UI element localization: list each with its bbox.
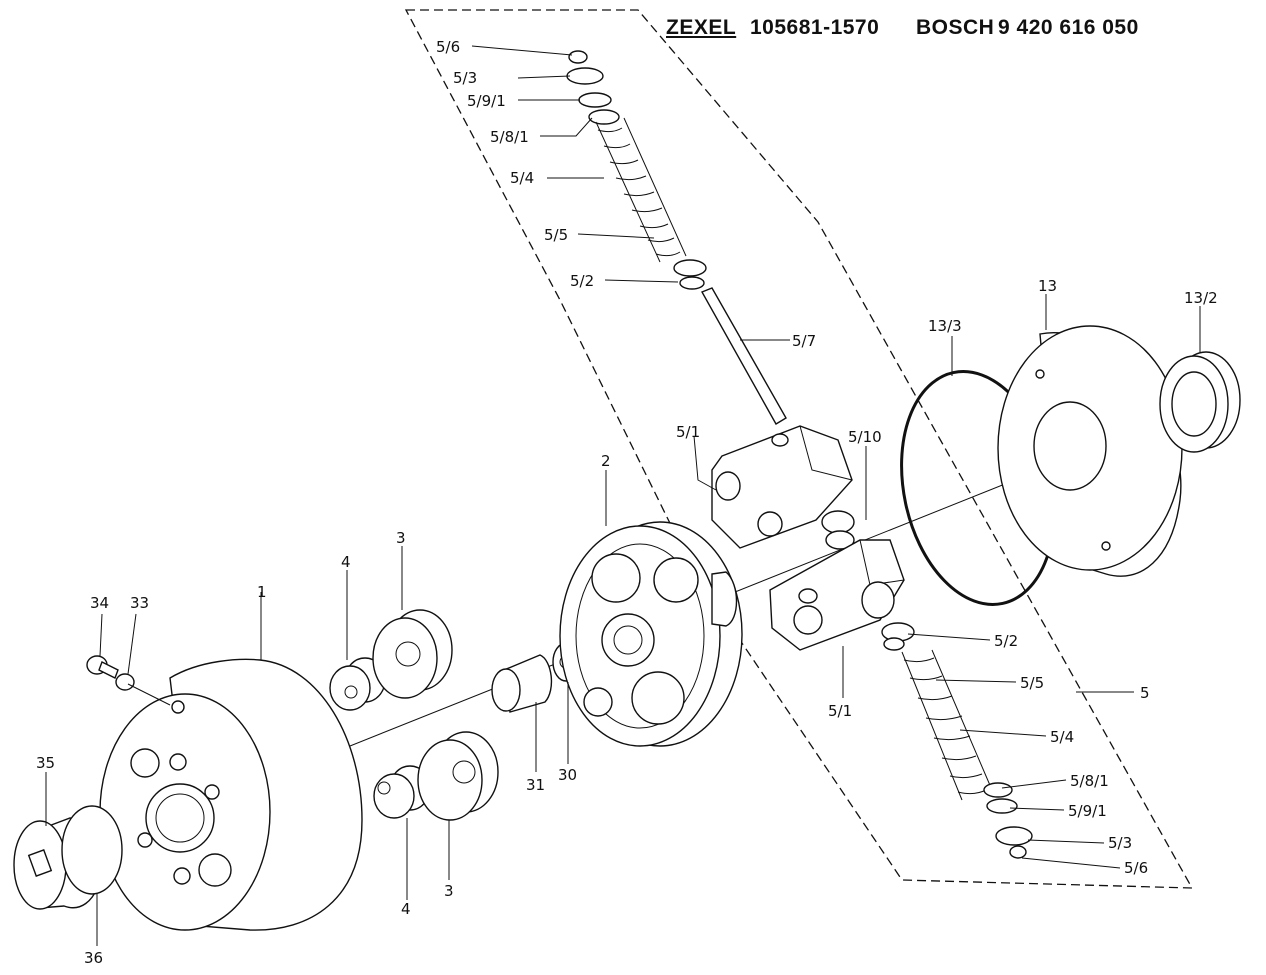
bearing-part-13-2 [1159, 351, 1241, 453]
label-5-1-top: 5/1 [676, 423, 700, 441]
spring-stack-upper [566, 50, 707, 290]
label-13-3: 13/3 [928, 317, 962, 335]
spring-stack-lower [881, 622, 1033, 859]
label-5-4-bottom: 5/4 [1050, 728, 1074, 746]
label-36: 36 [84, 949, 103, 967]
label-4-top: 4 [341, 553, 351, 571]
label-13-2: 13/2 [1184, 289, 1218, 307]
header-part-number-bosch: 9 420 616 050 [998, 16, 1139, 39]
block-part-5-1-lower [769, 539, 905, 651]
label-5-2-top: 5/2 [570, 272, 594, 290]
label-5-5-top: 5/5 [544, 226, 568, 244]
label-5-7: 5/7 [792, 332, 816, 350]
label-3-bottom: 3 [444, 882, 454, 900]
label-5-8-1-top: 5/8/1 [490, 128, 529, 146]
shaft-part-5-7 [700, 287, 787, 425]
header-part-number-zexel: 105681-1570 [750, 16, 880, 39]
label-5-2-bottom: 5/2 [994, 632, 1018, 650]
label-4-bottom: 4 [401, 900, 411, 918]
seal-part-5-10 [821, 510, 855, 534]
label-5-8-1-bottom: 5/8/1 [1070, 772, 1109, 790]
label-5-9-1-top: 5/9/1 [467, 92, 506, 110]
callout-labels: 5/6 5/3 5/9/1 5/8/1 5/4 5/5 5/2 5/7 5/1 … [36, 38, 1218, 967]
label-31: 31 [526, 776, 545, 794]
washer-part-33 [115, 673, 135, 691]
label-2: 2 [601, 452, 611, 470]
nut-part-31 [491, 654, 553, 713]
label-3-top: 3 [396, 529, 406, 547]
leader-lines [45, 45, 1201, 946]
label-34: 34 [90, 594, 109, 612]
label-5-4-top: 5/4 [510, 169, 534, 187]
label-5-10: 5/10 [848, 428, 882, 446]
label-30: 30 [558, 766, 577, 784]
label-5-6-top: 5/6 [436, 38, 460, 56]
o-ring-part-36 [61, 805, 123, 895]
label-13: 13 [1038, 277, 1057, 295]
label-35: 35 [36, 754, 55, 772]
housing-part-1 [99, 658, 363, 931]
header-brand-bosch: BOSCH [916, 16, 995, 39]
bushing-part-3-lower [417, 731, 499, 821]
bushing-part-3-upper [372, 609, 453, 699]
label-5-9-1-bottom: 5/9/1 [1068, 802, 1107, 820]
cover-part-13 [997, 325, 1183, 577]
label-5-6-bottom: 5/6 [1124, 859, 1148, 877]
label-5-3-bottom: 5/3 [1108, 834, 1132, 852]
label-5-5-bottom: 5/5 [1020, 674, 1044, 692]
spacer-part-4-upper [329, 657, 386, 711]
header-brand-zexel: ZEXEL [666, 16, 737, 39]
screw-part-34 [86, 655, 119, 679]
block-part-5-1-upper [711, 425, 853, 549]
label-5-1-bottom: 5/1 [828, 702, 852, 720]
carrier-plate-part-2 [559, 521, 743, 747]
assembly-5-boundary [404, 9, 1194, 889]
label-1: 1 [257, 583, 267, 601]
label-5-3-top: 5/3 [453, 69, 477, 87]
label-5: 5 [1140, 684, 1150, 702]
label-33: 33 [130, 594, 149, 612]
